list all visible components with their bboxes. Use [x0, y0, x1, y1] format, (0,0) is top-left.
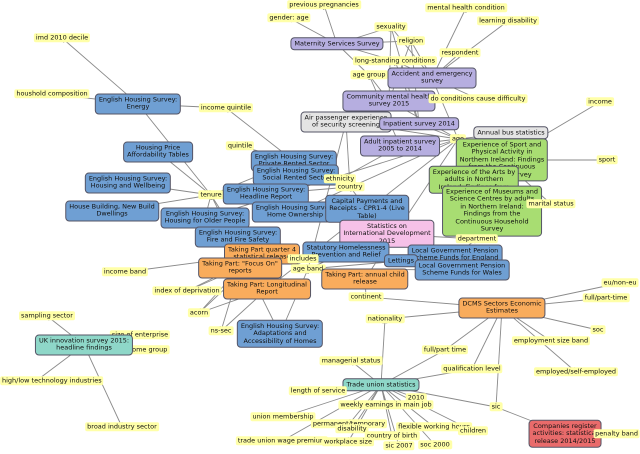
attribute-node-a-respondent: respondent — [439, 48, 481, 58]
attribute-node-a-length: length of service — [288, 386, 348, 396]
dataset-node-d-ae: Accident and emergency survey — [387, 67, 477, 89]
attribute-node-a-doconditions: do conditions cause difficulty — [428, 94, 528, 104]
dataset-node-d-housebuild: House Building, New Build Dwellings — [65, 200, 159, 222]
attribute-node-a-hightech: high/low technology industries — [0, 376, 104, 386]
edge-d-tradeunion-to-a-wage-premium — [281, 384, 382, 442]
edge-d-ehs-energy-to-a-imd — [61, 37, 139, 105]
attribute-node-a-eunoneu: eu/non-eu — [601, 278, 639, 288]
dataset-node-d-ehs-fire: English Housing Survey: Fire and Fire Sa… — [194, 226, 282, 248]
dataset-node-d-inpatient14: Inpatient survey 2014 — [379, 117, 459, 131]
attribute-node-a-marital: marital status — [526, 199, 576, 209]
edge-d-dcms-to-a-sic — [493, 307, 503, 408]
dataset-node-d-tradeunion: Trade union statistics — [342, 378, 420, 392]
attribute-node-a-tenure: tenure — [198, 190, 224, 200]
dataset-node-d-lgp-wales: Local Government Pension Scheme Funds fo… — [414, 259, 510, 281]
attribute-node-a-empsize: employment size band — [511, 336, 591, 346]
attribute-node-a-country: country — [335, 182, 365, 192]
dataset-node-d-lettings: Lettings — [383, 254, 419, 268]
attribute-node-a-sexuality: sexuality — [374, 22, 408, 32]
edge-d-ae-to-a-mental — [431, 7, 467, 79]
dataset-node-d-ehs-homeown: English Housing Survey: Home Ownership — [251, 201, 339, 223]
attribute-node-a-prev-preg: previous pregnancies — [287, 0, 361, 10]
attribute-node-a-income-q: income quintile — [198, 103, 254, 113]
dataset-node-d-museums: Experience of Museums and Science Centre… — [442, 185, 542, 237]
attribute-node-a-mental: mental health condition — [425, 3, 507, 13]
attribute-node-a-sic2007: sic 2007 — [383, 441, 415, 451]
dataset-node-d-dcms: DCMS Sectors Economic Estimates — [458, 297, 546, 319]
dataset-node-d-ehs-adapt: English Housing Survey: Adaptations and … — [236, 319, 324, 349]
attribute-node-a-acorn: acorn — [187, 308, 211, 318]
dataset-node-d-tp-annual: Taking Part: annual child release — [321, 268, 409, 290]
attribute-node-a-deprivation: index of deprivation — [152, 286, 222, 296]
edge-d-tp-focus-to-a-nssec — [219, 267, 241, 332]
attribute-node-a-2010: 2010 — [405, 393, 427, 403]
dataset-node-d-statutory: Statutory Homelessness Prevention and Re… — [302, 241, 390, 263]
attribute-node-a-incomegroup: income group — [120, 345, 170, 355]
attribute-node-a-flexible: flexible working hours — [396, 422, 472, 432]
dataset-node-d-cmh: Community mental health survey 2015 — [342, 90, 436, 112]
attribute-node-a-includes: includes — [287, 254, 319, 264]
edge-d-tradeunion-to-a-soc2000 — [380, 384, 436, 446]
attribute-node-a-sampling: sampling sector — [19, 311, 75, 321]
attribute-node-a-sic: sic — [489, 402, 503, 412]
edge-d-ukinnov-to-a-broad — [83, 344, 123, 428]
dataset-node-d-airpass: Air passenger experience of security scr… — [300, 111, 392, 133]
dataset-node-d-ehs-energy: English Housing Survey: Energy — [94, 93, 182, 115]
attribute-node-a-nssec: ns-sec — [208, 326, 234, 336]
attribute-node-a-religion: religion — [396, 36, 426, 46]
attribute-node-a-continent: continent — [348, 292, 384, 302]
attribute-node-a-household: houshold composition — [14, 89, 90, 99]
attribute-node-a-children: children — [457, 426, 489, 436]
dataset-node-d-bus: Annual bus statistics — [473, 126, 549, 140]
attribute-node-a-wage-premium: trade union wage premium — [235, 436, 329, 446]
dataset-node-d-ehs-older: English Housing Survey: Housing for Olde… — [160, 207, 250, 229]
attribute-node-a-broad: broad industry sector — [85, 422, 159, 432]
dataset-node-d-maternity: Maternity Services Survey — [290, 37, 384, 51]
attribute-node-a-ethnicity: ethnicity — [323, 174, 357, 184]
attribute-node-a-weekly: weekly earnings in main job — [338, 400, 434, 410]
attribute-node-a-fullpart: full/part-time — [582, 293, 630, 303]
dataset-node-d-hpa: Housing Price Affordability Tables — [123, 141, 193, 163]
attribute-node-a-gender: gender: age — [267, 13, 311, 23]
edge-d-tradeunion-to-a-country-birth — [380, 384, 394, 437]
attribute-node-a-longstand: long-standing conditions — [352, 56, 438, 66]
attribute-node-a-agegroup: age group — [350, 70, 388, 80]
attribute-node-a-penalty: penalty band — [593, 429, 640, 439]
attribute-node-a-workplace: workplace size — [322, 437, 374, 447]
dataset-node-d-ehs-srs: English Housing Survey: Social Rented Se… — [252, 164, 340, 186]
attribute-node-a-department: department — [455, 234, 499, 244]
attribute-node-a-soc2000: soc 2000 — [418, 440, 452, 450]
dataset-node-d-tp-focus: Taking Part: "Focus On" reports — [198, 257, 282, 279]
dataset-node-d-capital: Capital Payments and Receipts - CPR1-4 (… — [325, 194, 409, 224]
attribute-node-a-managerial: managerial status — [319, 356, 383, 366]
attribute-node-a-disability: disability — [335, 424, 369, 434]
attribute-node-a-membership: union membership — [250, 412, 316, 422]
attribute-node-a-nationality: nationality — [365, 314, 405, 324]
attribute-node-a-sport: sport — [596, 155, 618, 165]
attribute-node-a-learn: learning disability — [477, 16, 539, 26]
attribute-node-a-size-ent: size of enterprise — [109, 330, 171, 340]
attribute-node-a-imd: imd 2010 decile — [33, 33, 91, 43]
edge-d-tradeunion-to-a-nationality — [380, 318, 388, 386]
dataset-node-d-tp-long: Taking Part: Longitudinal Report — [223, 278, 311, 300]
attribute-node-a-permanent: permanent/temporary — [310, 419, 388, 429]
attribute-node-a-qualification: qualification level — [441, 364, 503, 374]
attribute-node-a-income: income — [586, 97, 614, 107]
attribute-node-a-country-birth: country of birth — [364, 431, 420, 441]
attribute-node-a-quintile: quintile — [225, 141, 255, 151]
dataset-node-d-ukinnov: UK innovation survey 2015: headline find… — [34, 334, 134, 356]
attribute-node-a-employed: employed/self-employed — [533, 367, 619, 377]
attribute-node-a-fullpart2: full/part time — [421, 345, 469, 355]
attribute-node-a-soc: soc — [590, 325, 606, 335]
attribute-node-a-ageband: age band — [290, 264, 326, 274]
dataset-node-d-companies: Companies register activities: statistic… — [528, 419, 602, 449]
attribute-node-a-incomeband: income band — [101, 267, 149, 277]
dataset-node-d-adult-inpatient: Adult inpatient survey 2005 to 2014 — [360, 135, 440, 157]
dataset-node-d-ehs-wellbeing: English Housing Survey: Housing and Well… — [84, 172, 172, 194]
